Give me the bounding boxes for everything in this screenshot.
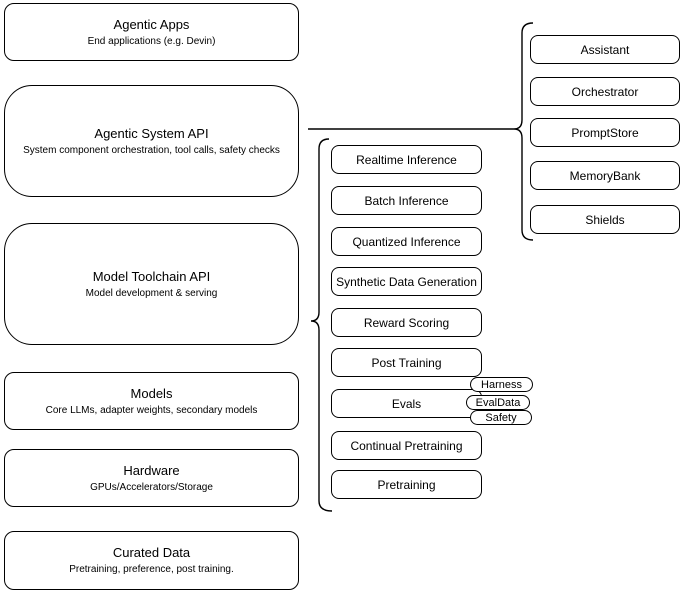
component-box-orchestrator: Orchestrator [530,77,680,106]
layer-curated-data: Curated Data Pretraining, preference, po… [4,531,299,590]
api-box-pretraining: Pretraining [331,470,482,499]
api-box-batch-inference: Batch Inference [331,186,482,215]
api-box-realtime-inference: Realtime Inference [331,145,482,174]
layer-agentic-apps: Agentic Apps End applications (e.g. Devi… [4,3,299,61]
component-box-memorybank: MemoryBank [530,161,680,190]
component-box-assistant: Assistant [530,35,680,64]
layer-subtitle: End applications (e.g. Devin) [87,35,216,47]
api-box-quantized-inference: Quantized Inference [331,227,482,256]
layer-models: Models Core LLMs, adapter weights, secon… [4,372,299,430]
layer-title: Agentic System API [94,125,209,141]
layer-subtitle: Model development & serving [85,287,218,299]
component-box-shields: Shields [530,205,680,234]
layer-subtitle: System component orchestration, tool cal… [23,144,280,156]
layer-subtitle: Core LLMs, adapter weights, secondary mo… [45,404,258,416]
api-box-evals: Evals [331,389,482,418]
layer-title: Model Toolchain API [92,268,211,284]
layer-subtitle: Pretraining, preference, post training. [69,564,234,575]
layer-title: Agentic Apps [113,16,190,32]
layer-title: Models [130,385,173,401]
layer-model-toolchain-api: Model Toolchain API Model development & … [4,223,299,345]
layer-title: Curated Data [112,545,191,560]
eval-tag-evaldata: EvalData [466,395,530,410]
layer-subtitle: GPUs/Accelerators/Storage [90,481,213,493]
eval-tag-harness: Harness [470,377,533,392]
eval-tag-safety: Safety [470,410,532,425]
toolchain-brace [310,138,333,512]
api-box-synthetic-data-generation: Synthetic Data Generation [331,267,482,296]
api-box-continual-pretraining: Continual Pretraining [331,431,482,460]
layer-hardware: Hardware GPUs/Accelerators/Storage [4,449,299,507]
api-box-post-training: Post Training [331,348,482,377]
layer-title: Hardware [123,462,180,478]
api-box-reward-scoring: Reward Scoring [331,308,482,337]
component-box-promptstore: PromptStore [530,118,680,147]
layer-agentic-system-api: Agentic System API System component orch… [4,85,299,197]
